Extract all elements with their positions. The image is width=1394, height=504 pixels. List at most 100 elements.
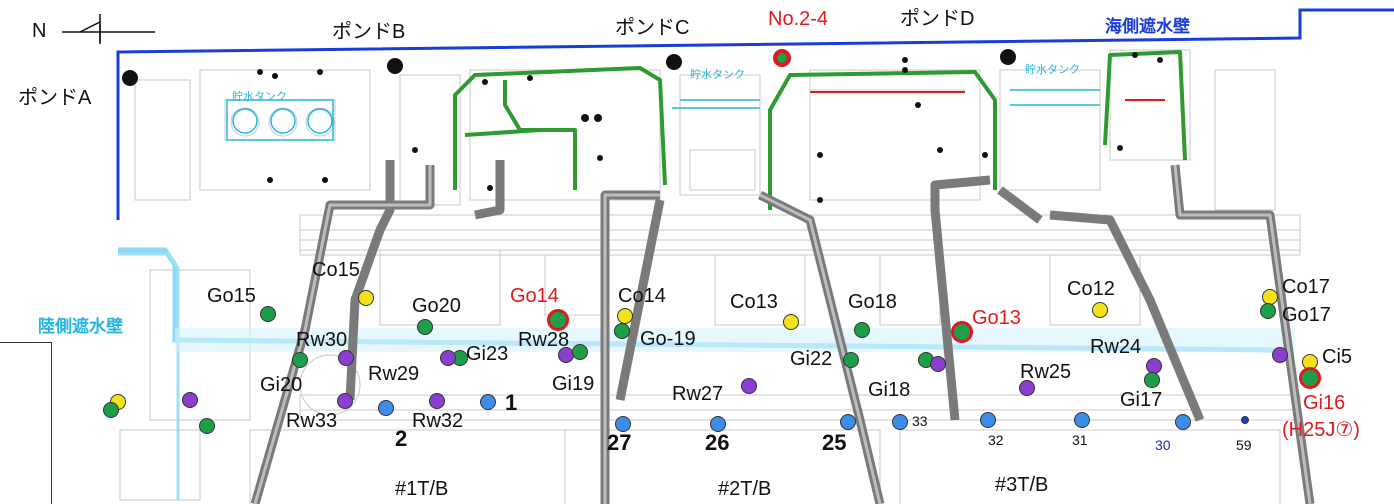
north-arrow-icon (62, 14, 155, 44)
marker-extra-4 (378, 400, 394, 416)
well-marker-go17 (1260, 303, 1276, 319)
marker-extra-3 (199, 418, 215, 434)
label-go17: Go17 (1282, 304, 1331, 326)
red-lines (810, 91, 1165, 101)
pipelines-inner (253, 164, 1312, 504)
marker-extra-10 (980, 412, 996, 428)
label-gi19: Gi19 (552, 373, 595, 395)
building-3tb: #3T/B (995, 474, 1049, 496)
marker-extra-12 (1175, 414, 1191, 430)
label-go15: Go15 (207, 285, 256, 307)
label-gi23: Gi23 (466, 343, 509, 365)
well-marker-rw30 (338, 350, 354, 366)
marker-extra-11 (1074, 412, 1090, 428)
number-27: 27 (607, 430, 632, 455)
label-gi16-note: (H25J⑦) (1282, 419, 1360, 441)
marker-extra-2 (182, 392, 198, 408)
number-2: 2 (395, 426, 408, 451)
label-rw27: Rw27 (672, 383, 724, 405)
no-2-4-point-inner (777, 53, 787, 63)
well-marker-rw33 (337, 393, 353, 409)
black-points (122, 49, 1163, 203)
marker-extra-13 (1241, 416, 1249, 424)
pond-c-label: ポンドC (615, 17, 690, 39)
well-marker-co15 (358, 290, 374, 306)
well-marker-go18 (854, 322, 870, 338)
label-co13: Co13 (730, 291, 778, 313)
label-go13: Go13 (972, 307, 1021, 329)
sea-wall-label: 海側遮水壁 (1105, 17, 1190, 36)
marker-extra-8 (840, 414, 856, 430)
building-1tb: #1T/B (395, 478, 449, 500)
land-wall-label: 陸側遮水壁 (38, 317, 123, 336)
label-rw29: Rw29 (368, 363, 420, 385)
well-marker-gi22 (843, 352, 859, 368)
marker-extra-5 (480, 394, 496, 410)
tank-label-2: 貯水タンク (690, 69, 745, 81)
label-gi16: Gi16 (1303, 392, 1346, 414)
tank-label-1: 貯水タンク (232, 91, 287, 103)
well-marker-gi19 (572, 344, 588, 360)
marker-extra-15 (1272, 347, 1288, 363)
label-go18: Go18 (848, 291, 897, 313)
well-marker-gi16 (1299, 367, 1321, 389)
number-26: 26 (705, 430, 730, 455)
well-marker-co12 (1092, 302, 1108, 318)
label-rw32: Rw32 (412, 410, 464, 432)
label-rw30: Rw30 (296, 329, 348, 351)
label-gi18: Gi18 (868, 379, 911, 401)
well-marker-go15 (260, 306, 276, 322)
well-marker-rw29 (440, 350, 456, 366)
label-ci5: Ci5 (1322, 346, 1353, 368)
tank-outlines (226, 89, 1100, 141)
well-marker-go13 (951, 321, 973, 343)
tank-label-3: 貯水タンク (1025, 64, 1080, 76)
label-go14: Go14 (510, 285, 559, 307)
label-rw28: Rw28 (518, 329, 570, 351)
pond-a-label: ポンドA (18, 87, 92, 109)
building-2tb: #2T/B (718, 478, 772, 500)
well-marker-go-19 (614, 323, 630, 339)
label-co14: Co14 (618, 285, 666, 307)
well-marker-go14 (547, 309, 569, 331)
label-rw24: Rw24 (1090, 336, 1142, 358)
number-33: 33 (912, 413, 928, 429)
pond-d-label: ポンドD (900, 8, 975, 30)
label-rw25: Rw25 (1020, 361, 1072, 383)
inset-frame (0, 342, 52, 504)
number-25: 25 (822, 430, 847, 455)
label-co17: Co17 (1282, 276, 1330, 298)
marker-extra-14 (930, 356, 946, 372)
number-30: 30 (1155, 437, 1171, 453)
well-marker-co13 (783, 314, 799, 330)
label-co12: Co12 (1067, 278, 1115, 300)
number-31: 31 (1072, 432, 1088, 448)
well-marker-rw32 (429, 393, 445, 409)
north-label: N (32, 20, 47, 42)
pond-b-label: ポンドB (332, 21, 406, 43)
sea-side-wall (116, 8, 1394, 220)
label-rw33: Rw33 (286, 410, 338, 432)
well-marker-rw25 (1019, 380, 1035, 396)
marker-extra-1 (103, 402, 119, 418)
number-59: 59 (1236, 437, 1252, 453)
well-marker-gi17 (1144, 372, 1160, 388)
label-gi22: Gi22 (790, 348, 833, 370)
well-marker-rw27 (741, 378, 757, 394)
background-structures (119, 49, 1301, 504)
marker-extra-6 (615, 416, 631, 432)
label-gi17: Gi17 (1120, 389, 1163, 411)
green-routes (453, 50, 1187, 210)
no-2-4-label: No.2-4 (768, 8, 829, 30)
well-marker-co14 (617, 308, 633, 324)
marker-extra-7 (710, 416, 726, 432)
marker-extra-9 (892, 414, 908, 430)
label-gi20: Gi20 (260, 374, 303, 396)
label-go-19: Go-19 (640, 328, 696, 350)
well-marker-go20 (417, 319, 433, 335)
label-co15: Co15 (312, 259, 360, 281)
number-1: 1 (505, 390, 518, 415)
well-marker-gi20 (292, 352, 308, 368)
number-32: 32 (988, 432, 1004, 448)
